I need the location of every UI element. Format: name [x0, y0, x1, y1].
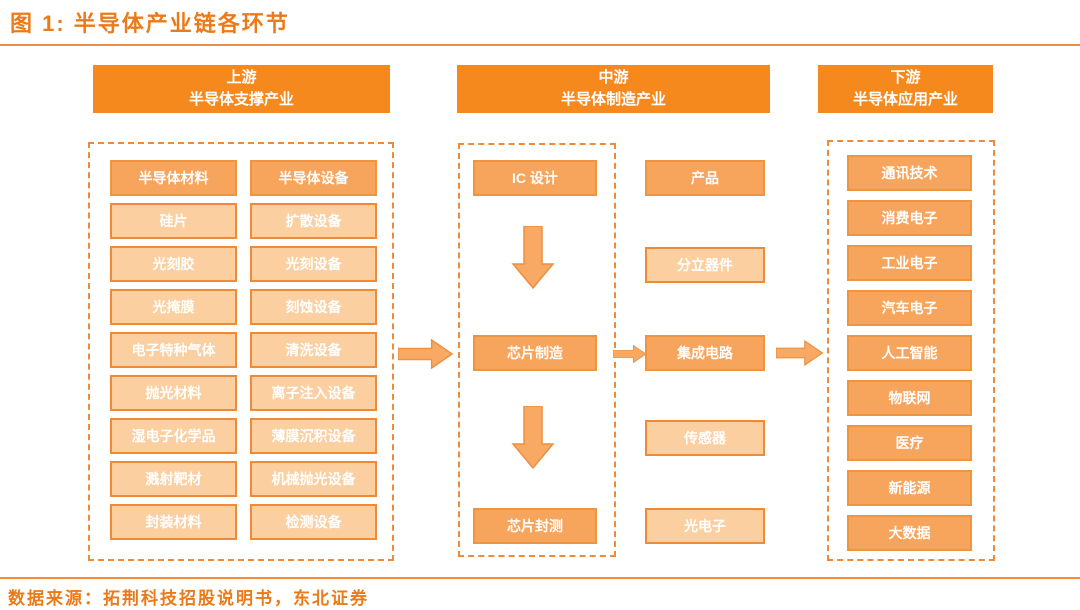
flow-arrow-right-icon — [398, 338, 454, 370]
equipment-node: 光刻设备 — [250, 246, 377, 282]
product-node: 分立器件 — [645, 247, 765, 283]
product-node: 集成电路 — [645, 335, 765, 371]
header-line1: 下游 — [890, 68, 921, 86]
product-node: 光电子 — [645, 508, 765, 544]
downstream-header: 下游 半导体应用产业 — [818, 65, 993, 113]
upstream-header: 上游 半导体支撑产业 — [93, 65, 390, 113]
flow-arrow-down-icon — [511, 226, 555, 290]
equipment-node: 半导体设备 — [250, 160, 377, 196]
product-node: 传感器 — [645, 420, 765, 456]
header-line2: 半导体制造产业 — [560, 91, 666, 108]
header-line2: 半导体支撑产业 — [188, 91, 294, 108]
equipment-node: 离子注入设备 — [250, 375, 377, 411]
application-node: 物联网 — [847, 380, 972, 416]
equipment-node: 机械抛光设备 — [250, 461, 377, 497]
application-node: 人工智能 — [847, 335, 972, 371]
material-node: 硅片 — [110, 203, 237, 239]
flow-arrow-down-icon — [511, 406, 555, 470]
midstream-header: 中游 半导体制造产业 — [457, 65, 770, 113]
equipment-node: 清洗设备 — [250, 332, 377, 368]
flow-arrow-right-icon — [613, 341, 647, 367]
header-line2: 半导体应用产业 — [852, 91, 958, 108]
downstream-dashed-container — [827, 140, 995, 561]
upstream-dashed-container — [88, 142, 394, 561]
material-node: 湿电子化学品 — [110, 418, 237, 454]
equipment-node: 刻蚀设备 — [250, 289, 377, 325]
figure-title: 图 1: 半导体产业链各环节 — [10, 11, 290, 36]
equipment-node: 检测设备 — [250, 504, 377, 540]
midstream-dashed-container — [458, 143, 616, 557]
material-node: 抛光材料 — [110, 375, 237, 411]
application-node: 医疗 — [847, 425, 972, 461]
products-header-node: 产品 — [645, 160, 765, 196]
application-node: 新能源 — [847, 470, 972, 506]
material-node: 溅射靶材 — [110, 461, 237, 497]
material-node: 封装材料 — [110, 504, 237, 540]
application-node: 大数据 — [847, 515, 972, 551]
header-line1: 上游 — [226, 68, 257, 86]
application-node: 工业电子 — [847, 245, 972, 281]
title-divider — [0, 44, 1080, 46]
process-step-node-ic-design: IC 设计 — [473, 160, 597, 196]
application-node: 消费电子 — [847, 200, 972, 236]
application-node: 汽车电子 — [847, 290, 972, 326]
equipment-node: 薄膜沉积设备 — [250, 418, 377, 454]
source-divider — [0, 577, 1080, 579]
flow-arrow-right-icon — [776, 338, 824, 368]
process-step-node-chip-packaging-testing: 芯片封测 — [473, 508, 597, 544]
material-node: 半导体材料 — [110, 160, 237, 196]
material-node: 电子特种气体 — [110, 332, 237, 368]
equipment-node: 扩散设备 — [250, 203, 377, 239]
material-node: 光刻胶 — [110, 246, 237, 282]
header-line1: 中游 — [598, 68, 629, 86]
source-note: 数据来源：拓荆科技招股说明书，东北证券 — [8, 589, 369, 608]
process-step-node-chip-manufacturing: 芯片制造 — [473, 335, 597, 371]
application-node: 通讯技术 — [847, 155, 972, 191]
material-node: 光掩膜 — [110, 289, 237, 325]
